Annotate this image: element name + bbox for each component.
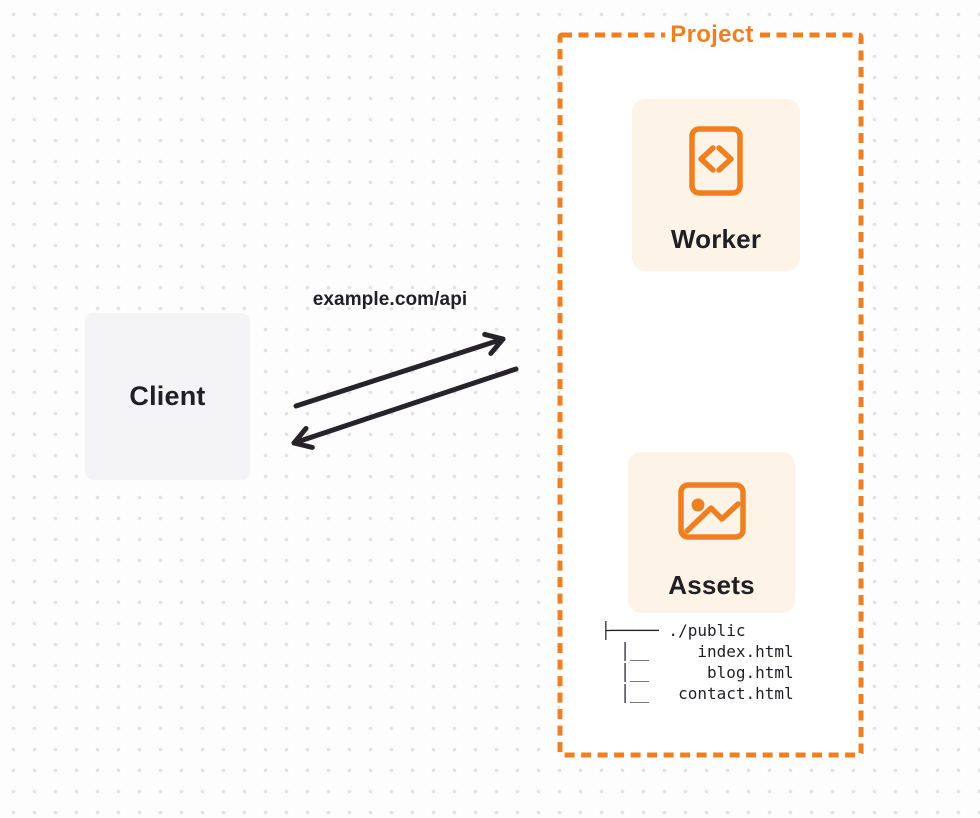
project-label: Project — [665, 21, 759, 49]
assets-file-tree: ├───── ./public │__ index.html │__ blog.… — [601, 620, 794, 704]
assets-node: Assets — [628, 452, 795, 613]
image-icon — [677, 482, 746, 540]
worker-label: Worker — [670, 224, 762, 254]
worker-node: Worker — [632, 99, 800, 271]
request-url-label: example.com/api — [312, 289, 468, 310]
request-arrow — [293, 331, 506, 409]
tree-line-public: ├───── ./public — [601, 621, 746, 640]
tree-line-blog: │__ blog.html — [601, 663, 794, 682]
tree-line-index: │__ index.html — [601, 642, 794, 661]
tree-line-contact: │__ contact.html — [601, 684, 794, 703]
client-label: Client — [129, 381, 206, 411]
code-document-icon — [689, 126, 743, 196]
assets-label: Assets — [668, 570, 755, 600]
response-arrow — [291, 366, 519, 450]
client-node: Client — [85, 313, 250, 480]
